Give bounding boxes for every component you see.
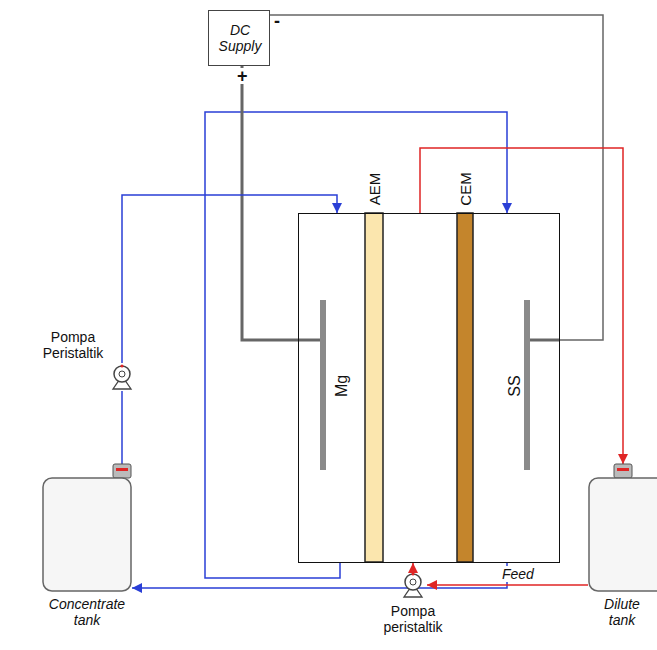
tank-symbol: Concentrate tank: [42, 464, 132, 592]
anion-membrane: [365, 213, 383, 562]
pipe-connector: [420, 148, 623, 464]
node-text: Dilute tank: [596, 596, 648, 628]
pipe-connector: [412, 563, 414, 571]
pipe-connector: [427, 584, 588, 586]
node-text: SS: [507, 375, 523, 396]
node-text: Mg: [334, 375, 350, 397]
pump-symbol: Pompa peristaltik: [399, 571, 427, 599]
cathode-wire: [530, 339, 560, 342]
terminal-sign: -: [274, 13, 280, 29]
cation-membrane: [457, 213, 473, 562]
power-supply-box: DC Supply: [208, 10, 270, 66]
pipe-connector: [270, 15, 603, 340]
cathode-electrode: [524, 300, 530, 470]
pipe-connector: [121, 391, 123, 464]
pipe-connector: [242, 66, 298, 340]
node-text: AEM: [367, 173, 383, 206]
edge-label: Feed: [500, 566, 536, 582]
anode-electrode: [320, 300, 326, 470]
terminal-sign: +: [236, 68, 249, 84]
electrodialysis-cell: AEMCEMMgSS: [298, 213, 560, 563]
recirculation-pipe: [205, 112, 507, 578]
node-text: Concentrate tank: [42, 596, 132, 628]
node-text: Pompa Peristaltik: [33, 329, 113, 361]
anode-wire: [298, 339, 320, 342]
tank-symbol: Dilute tank: [588, 464, 657, 592]
pump-symbol: Pompa Peristaltik: [108, 363, 136, 391]
pipe-connector: [122, 195, 337, 363]
node-text: CEM: [458, 172, 474, 205]
node-text: DC Supply: [212, 22, 268, 54]
node-text: Pompa peristaltik: [373, 603, 453, 635]
